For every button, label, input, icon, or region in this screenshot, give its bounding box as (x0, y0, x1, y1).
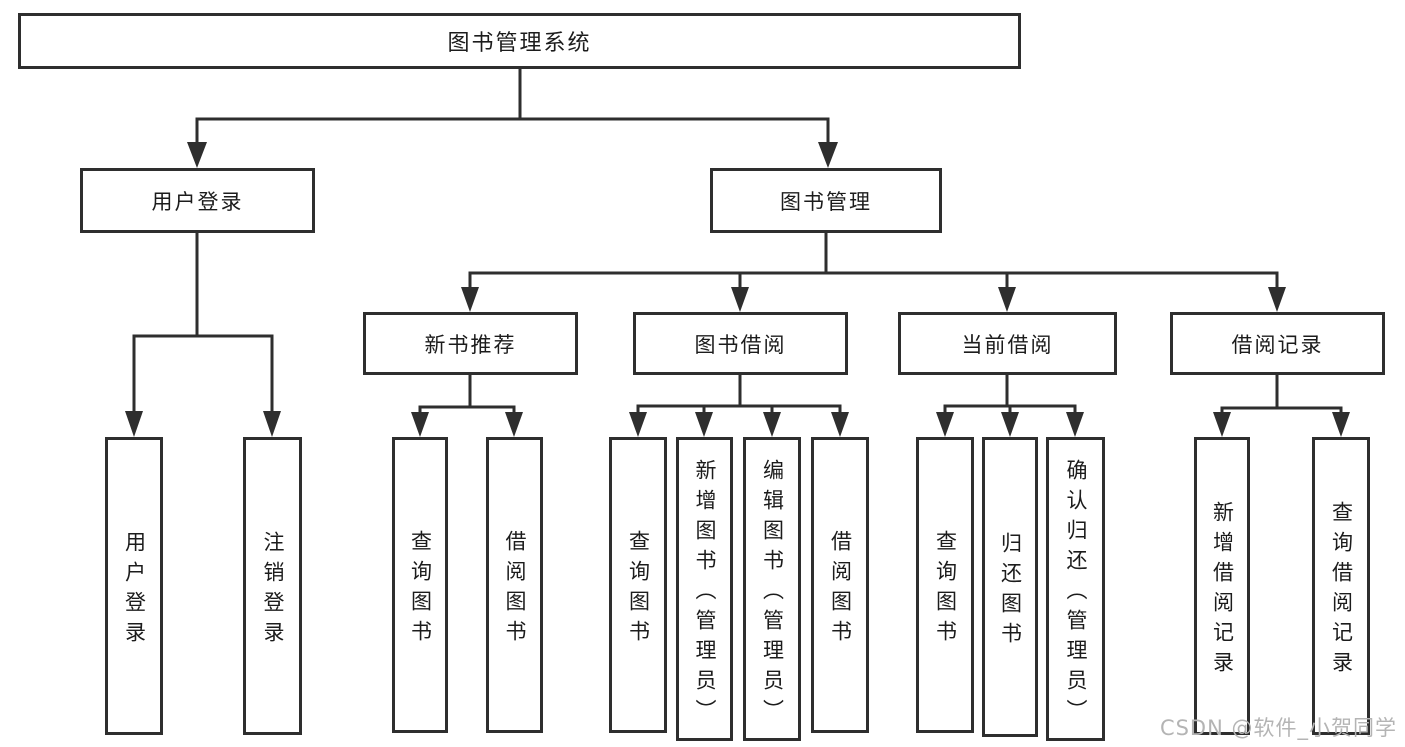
arrowheads-new-book-rec-branch (411, 412, 523, 437)
connector-root-to-level2 (195, 67, 830, 146)
node-borrow-record: 借阅记录 (1170, 312, 1385, 375)
arrowheads-borrow-record-branch (1213, 412, 1350, 437)
leaf-label: 查询图书 (933, 529, 958, 650)
csdn-watermark: CSDN @软件_小贺同学 (1159, 716, 1397, 740)
arrowheads-root-to-level2 (187, 142, 838, 168)
node-leaf-cb-confirm: 确认归还（管理员） (1046, 437, 1105, 741)
node-current-borrow: 当前借阅 (898, 312, 1117, 375)
connector-current-borrow-branch (943, 373, 1077, 416)
node-leaf-cb-query: 查询图书 (916, 437, 974, 733)
arrowheads-user-login-branch (125, 411, 281, 437)
node-user-login: 用户登录 (80, 168, 315, 233)
connector-user-login-branch (132, 231, 274, 415)
leaf-label: 确认归还（管理员） (1064, 458, 1088, 729)
connector-book-mgmt-to-level3 (468, 231, 1279, 291)
arrowheads-book-borrow-branch (629, 412, 849, 437)
node-root: 图书管理系统 (18, 13, 1021, 69)
leaf-label: 借阅图书 (828, 529, 853, 650)
node-leaf-bb-add: 新增图书（管理员） (676, 437, 733, 741)
connector-new-book-rec-branch (418, 373, 516, 416)
node-leaf-bb-borrow: 借阅图书 (811, 437, 869, 733)
leaf-label: 编辑图书（管理员） (760, 458, 785, 729)
node-book-mgmt: 图书管理 (710, 168, 942, 233)
node-leaf-cb-return: 归还图书 (982, 437, 1038, 737)
node-leaf-bb-edit: 编辑图书（管理员） (743, 437, 801, 741)
connector-book-borrow-branch (636, 373, 842, 416)
arrowheads-current-borrow-branch (936, 412, 1084, 437)
leaf-label: 归还图书 (998, 531, 1023, 652)
node-leaf-br-add: 新增借阅记录 (1194, 437, 1250, 735)
connector-borrow-record-branch (1220, 373, 1343, 416)
leaf-label: 查询图书 (408, 529, 433, 650)
node-leaf-login: 用户登录 (105, 437, 163, 735)
node-leaf-logout: 注销登录 (243, 437, 302, 735)
arrowheads-book-mgmt-to-level3 (461, 287, 1286, 312)
node-new-book-rec: 新书推荐 (363, 312, 578, 375)
node-leaf-nb-borrow: 借阅图书 (486, 437, 543, 733)
node-leaf-nb-query: 查询图书 (392, 437, 448, 733)
node-leaf-bb-query: 查询图书 (609, 437, 667, 733)
node-leaf-br-query: 查询借阅记录 (1312, 437, 1370, 735)
leaf-label: 注销登录 (261, 530, 285, 651)
leaf-label: 新增借阅记录 (1210, 500, 1235, 681)
node-book-borrow: 图书借阅 (633, 312, 848, 375)
leaf-label: 借阅图书 (503, 529, 527, 650)
leaf-label: 查询图书 (626, 529, 651, 650)
leaf-label: 用户登录 (122, 530, 147, 651)
leaf-label: 查询借阅记录 (1329, 500, 1354, 681)
leaf-label: 新增图书（管理员） (693, 458, 717, 729)
